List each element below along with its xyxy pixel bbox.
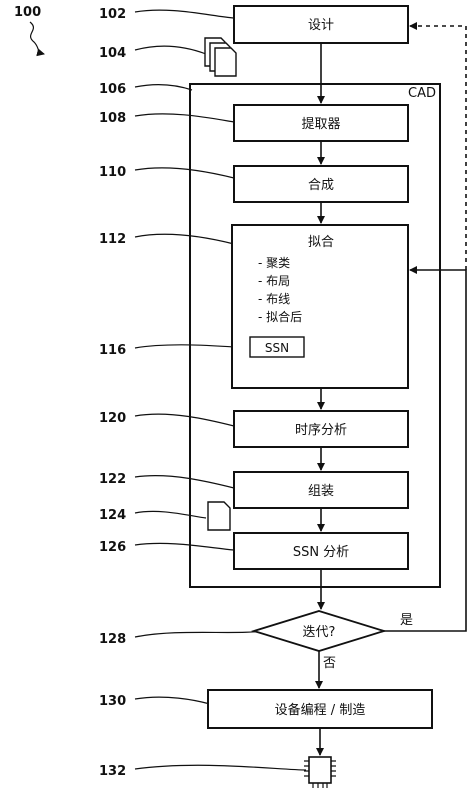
ref-label-106: 106 [99, 82, 126, 97]
ssn-analysis-label: SSN 分析 [293, 545, 349, 560]
fit-box [231, 224, 409, 389]
ssn-box [249, 336, 305, 358]
fit-item-placement: - 布局 [258, 274, 290, 288]
design-label: 设计 [308, 18, 334, 33]
cad-label: CAD [408, 86, 436, 101]
fit-label: 拟合 [308, 235, 334, 250]
timing-analysis-label: 时序分析 [295, 423, 347, 438]
ref-label-128: 128 [99, 632, 126, 647]
figure-pointer [29, 21, 45, 57]
ssn-analysis-box [233, 532, 409, 570]
ref-label-122: 122 [99, 472, 126, 487]
assembly-label: 组装 [308, 484, 334, 499]
fit-item-routing: - 布线 [258, 292, 290, 306]
design-box [233, 5, 409, 44]
program-manufacture-box [207, 689, 433, 729]
iterate-label: 迭代? [303, 625, 336, 640]
leader-lines [134, 9, 307, 771]
ref-label-116: 116 [99, 343, 126, 358]
ref-label-110: 110 [99, 165, 126, 180]
documents-icon [204, 37, 237, 77]
program-manufacture-label: 设备编程 / 制造 [275, 702, 366, 718]
timing-analysis-box [233, 410, 409, 448]
ref-label-132: 132 [99, 764, 126, 779]
ref-label-102: 102 [99, 7, 126, 22]
figure-number: 100 [14, 5, 41, 20]
no-label: 否 [323, 656, 336, 671]
flow-arrows [315, 22, 467, 756]
extractor-box [233, 104, 409, 142]
cad-container [189, 83, 441, 588]
synthesis-box [233, 165, 409, 203]
ref-label-130: 130 [99, 694, 126, 709]
ref-label-104: 104 [99, 46, 126, 61]
fit-item-post-fit: - 拟合后 [258, 309, 302, 324]
ssn-label: SSN [265, 341, 289, 355]
assembly-box [233, 471, 409, 509]
ref-label-108: 108 [99, 111, 126, 126]
yes-label: 是 [400, 613, 413, 628]
chip-icon [304, 756, 336, 788]
document-icon [207, 501, 231, 531]
ref-label-126: 126 [99, 540, 126, 555]
extractor-label: 提取器 [301, 116, 340, 132]
ref-label-112: 112 [99, 232, 126, 247]
synthesis-label: 合成 [308, 178, 334, 193]
ref-label-124: 124 [99, 508, 126, 523]
ref-label-120: 120 [99, 411, 126, 426]
fit-item-clustering: - 聚类 [258, 256, 290, 270]
